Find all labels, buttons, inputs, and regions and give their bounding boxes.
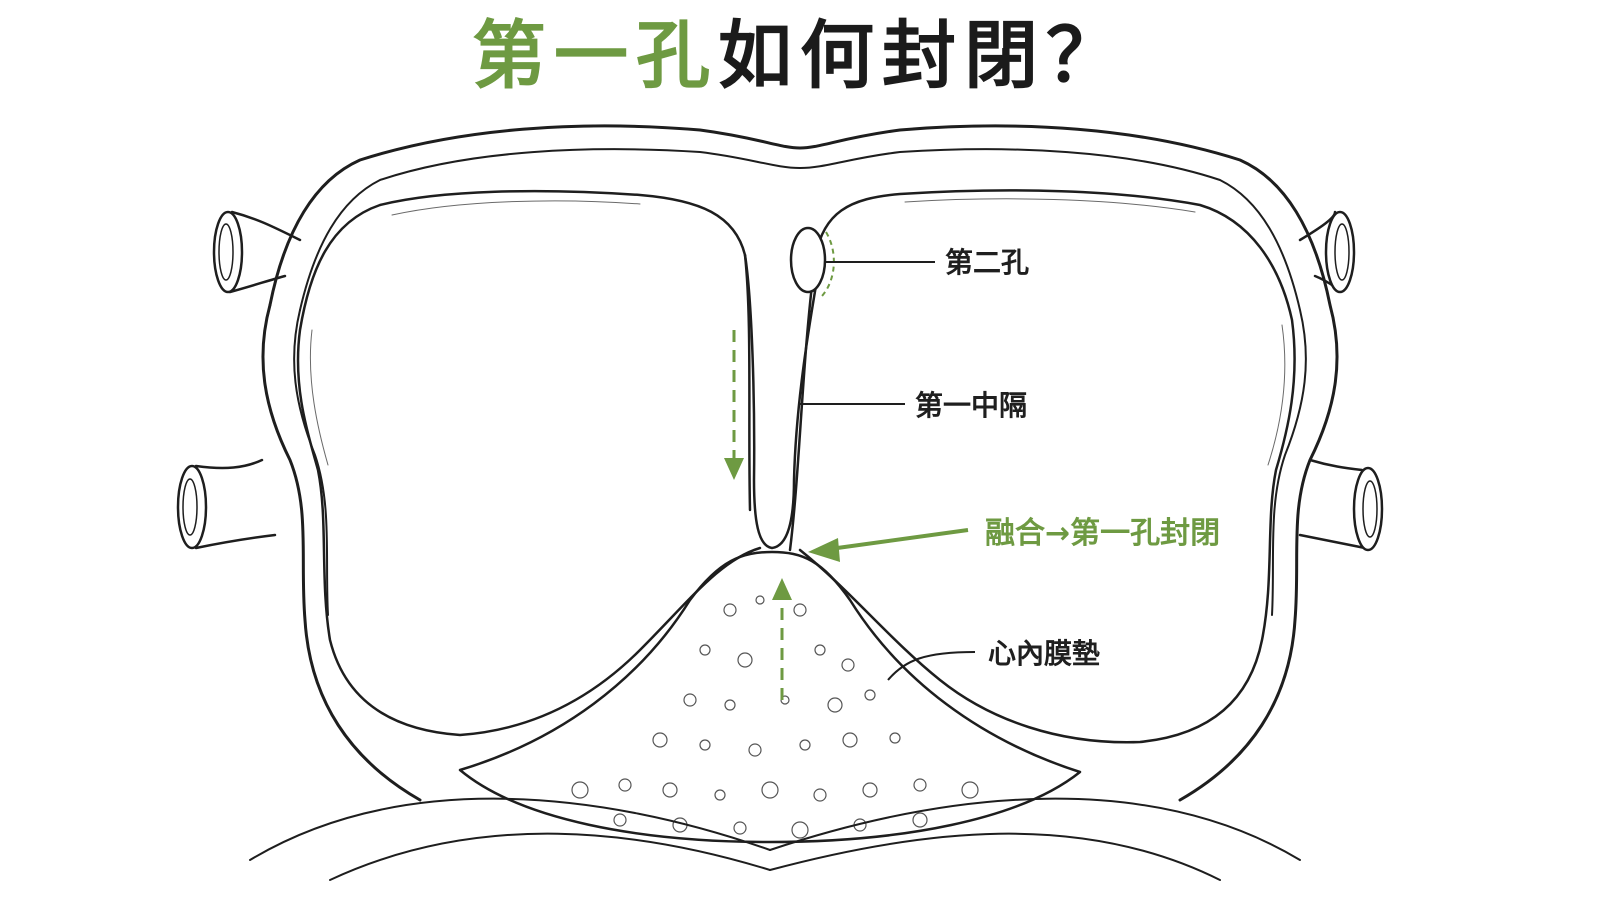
left-chamber-shading: [391, 200, 641, 216]
outer-wall: [268, 124, 1339, 802]
title-rest: 如何封閉？: [718, 13, 1128, 99]
right-chamber: [788, 189, 1296, 744]
inner-wall: [299, 148, 1307, 616]
lower-arc-left-2: [329, 832, 771, 881]
dashed-arrow-down: [724, 330, 744, 480]
label-septum-primum: 第一中隔: [915, 389, 1027, 422]
lower-arc-left: [249, 797, 771, 861]
lower-arc-right: [769, 797, 1301, 861]
lower-arc-right-2: [769, 832, 1221, 881]
title-accent: 第一孔: [472, 13, 718, 99]
vessel-upper-left: [212, 210, 302, 294]
vessel-lower-left: [176, 458, 277, 550]
endocardial-cushion: [458, 550, 1082, 844]
septum-primum: [743, 253, 822, 550]
label-fusion: 融合→第一孔封閉: [985, 516, 1220, 551]
label-endocardial-cushion: 心內膜墊: [988, 637, 1100, 670]
cushion-texture: [571, 595, 979, 839]
dashed-arrow-up: [772, 578, 792, 700]
vessel-upper-right: [1298, 210, 1356, 294]
diagram-title: 第一孔如何封閉？: [0, 6, 1600, 106]
vessel-lower-right: [1298, 458, 1384, 552]
leader-endocardial-cushion: [887, 651, 976, 681]
right-chamber-shading-2: [1267, 324, 1286, 466]
left-chamber: [296, 189, 762, 737]
outer-wall-left: [261, 303, 422, 802]
right-chamber-shading: [904, 198, 1196, 213]
fusion-arrow: [808, 528, 969, 562]
label-foramen-secundum: 第二孔: [945, 246, 1029, 279]
foramen-secundum-opening: [789, 226, 827, 294]
left-chamber-shading-2: [309, 329, 329, 466]
